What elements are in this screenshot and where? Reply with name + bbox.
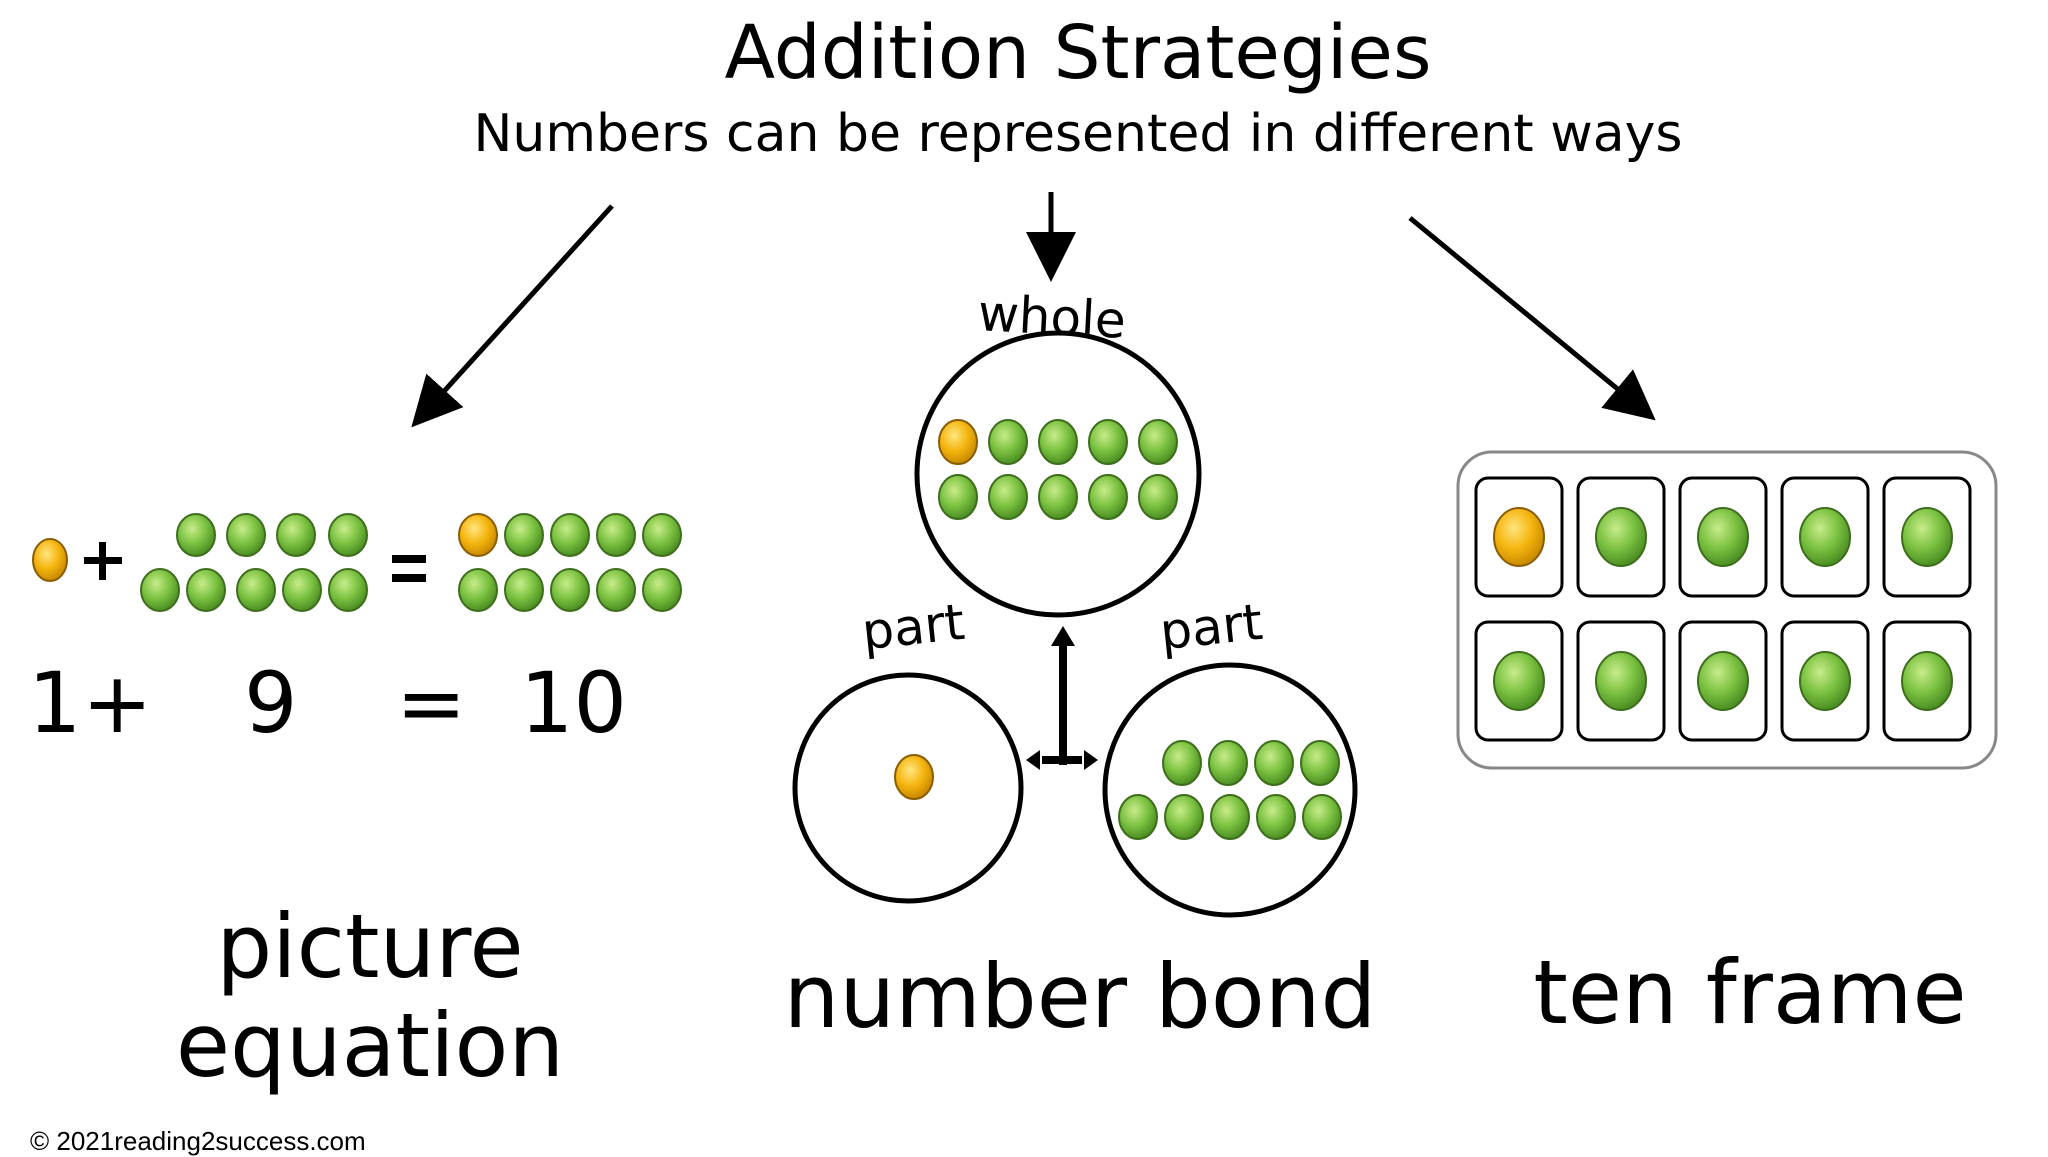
equation-b: 9 bbox=[244, 654, 298, 752]
caption-line-1: picture bbox=[216, 895, 524, 998]
bond-arrow-icon bbox=[1026, 626, 1098, 770]
whole-label: whole bbox=[976, 284, 1128, 350]
counter-green bbox=[1138, 474, 1178, 520]
counter-green bbox=[1208, 740, 1248, 786]
part-right-label: part bbox=[1157, 592, 1266, 662]
counter-green bbox=[550, 513, 590, 557]
number-bond-counters bbox=[894, 419, 1342, 840]
copyright-text: © 2021reading2success.com bbox=[30, 1126, 366, 1156]
counter-green bbox=[176, 513, 216, 557]
counter-green bbox=[642, 513, 682, 557]
counter-green bbox=[236, 568, 276, 612]
counter-green bbox=[276, 513, 316, 557]
counter-green bbox=[1162, 740, 1202, 786]
number-bond-caption: number bond bbox=[783, 945, 1377, 1048]
counter-green bbox=[1799, 507, 1851, 567]
counter-green bbox=[1302, 794, 1342, 840]
counter-yellow bbox=[894, 754, 934, 800]
counter-green bbox=[1210, 794, 1250, 840]
counter-green bbox=[504, 513, 544, 557]
counter-green bbox=[550, 568, 590, 612]
counter-green bbox=[1493, 651, 1545, 711]
counter-green bbox=[1300, 740, 1340, 786]
counter-green bbox=[988, 419, 1028, 465]
ten-frame-caption: ten frame bbox=[1533, 941, 1967, 1044]
counter-green bbox=[938, 474, 978, 520]
counter-green bbox=[1256, 794, 1296, 840]
plus-sign-icon bbox=[84, 542, 122, 580]
equation-a: 1 bbox=[28, 654, 82, 752]
counter-yellow bbox=[1493, 507, 1545, 567]
counter-green bbox=[642, 568, 682, 612]
counter-green bbox=[596, 513, 636, 557]
counter-green bbox=[1595, 507, 1647, 567]
equation-sum: 10 bbox=[520, 654, 627, 752]
counter-green bbox=[1799, 651, 1851, 711]
counter-green bbox=[504, 568, 544, 612]
page-title: Addition Strategies bbox=[724, 10, 1432, 96]
counter-green bbox=[282, 568, 322, 612]
equation-equals: = bbox=[396, 654, 467, 752]
counter-green bbox=[1118, 794, 1158, 840]
counter-yellow bbox=[32, 538, 68, 582]
counter-green bbox=[1697, 507, 1749, 567]
page-subtitle: Numbers can be represented in different … bbox=[473, 104, 1683, 164]
counter-green bbox=[328, 513, 368, 557]
arrow-to-ten-frame bbox=[1408, 216, 1656, 421]
counter-green bbox=[186, 568, 226, 612]
counter-green bbox=[458, 568, 498, 612]
part-right-circle bbox=[1102, 662, 1358, 918]
counter-green bbox=[596, 568, 636, 612]
counter-green bbox=[1901, 507, 1953, 567]
counter-green bbox=[1595, 651, 1647, 711]
counter-green bbox=[328, 568, 368, 612]
counter-yellow bbox=[458, 513, 498, 557]
counter-green bbox=[1164, 794, 1204, 840]
counter-green bbox=[1088, 419, 1128, 465]
counter-green bbox=[1254, 740, 1294, 786]
counter-green bbox=[988, 474, 1028, 520]
counter-green bbox=[1697, 651, 1749, 711]
counter-green bbox=[226, 513, 266, 557]
ten-frame-cells bbox=[1474, 476, 1972, 742]
whole-circle bbox=[914, 330, 1202, 618]
counter-green bbox=[1038, 419, 1078, 465]
caption-line-2: equation bbox=[175, 993, 565, 1097]
counter-yellow bbox=[938, 419, 978, 465]
counter-green bbox=[1901, 651, 1953, 711]
counter-green bbox=[1138, 419, 1178, 465]
counter-green bbox=[1038, 474, 1078, 520]
part-left-circle bbox=[792, 672, 1024, 904]
arrow-to-picture-equation bbox=[411, 204, 614, 428]
equation-plus: + bbox=[82, 654, 153, 752]
picture-equation-caption: picture equation bbox=[120, 895, 620, 1097]
counter-green bbox=[140, 568, 180, 612]
equals-sign-icon bbox=[392, 555, 426, 582]
picture-equation-counters bbox=[32, 513, 682, 612]
part-left-label: part bbox=[859, 592, 968, 662]
counter-green bbox=[1088, 474, 1128, 520]
